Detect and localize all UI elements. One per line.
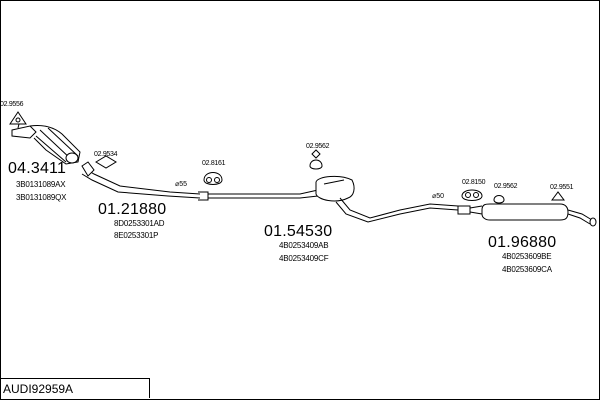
rear-silencer	[457, 203, 597, 227]
part-reference: 4B0253409AB	[279, 241, 329, 250]
fitting-02-9562-a	[309, 149, 323, 170]
fitting-label: 02.9562	[306, 143, 330, 150]
part-reference: 3B0131089QX	[16, 193, 67, 202]
fitting-label: 02.8150	[462, 179, 486, 186]
part-number: 04.3411	[8, 160, 67, 177]
fitting-02-8150	[461, 189, 483, 201]
fitting-label: 02.9534	[94, 151, 118, 158]
part-number: 01.21880	[98, 201, 167, 218]
fitting-label: 02.9556	[0, 101, 24, 108]
fitting-label: 02.9562	[494, 183, 518, 190]
fitting-02-9562-b	[493, 195, 505, 204]
diameter-label: ⌀55	[175, 181, 188, 188]
fitting-02-9551	[551, 191, 565, 201]
part-reference: 4B0253609CA	[502, 265, 552, 274]
part-number: 01.54530	[264, 223, 333, 240]
part-reference: 8E0253301P	[114, 231, 159, 240]
part-reference: 4B0253609BE	[502, 252, 552, 261]
fitting-02-9534	[95, 155, 117, 169]
middle-pipe	[208, 175, 459, 223]
fitting-02-9556	[9, 111, 27, 125]
part-number: 01.96880	[488, 234, 557, 251]
catalytic-converter	[11, 119, 81, 165]
part-reference: 4B0253409CF	[279, 254, 329, 263]
part-reference: 3B0131089AX	[16, 180, 66, 189]
diagram-id: AUDI92959A	[3, 382, 74, 396]
diagram-id-box: AUDI92959A	[0, 378, 150, 398]
front-pipe	[81, 161, 209, 201]
part-reference: 8D0253301AD	[114, 219, 165, 228]
fitting-label: 02.9551	[550, 184, 574, 191]
diameter-label: ⌀50	[432, 193, 445, 200]
fitting-label: 02.8161	[202, 160, 226, 167]
fitting-02-8161	[203, 172, 223, 185]
